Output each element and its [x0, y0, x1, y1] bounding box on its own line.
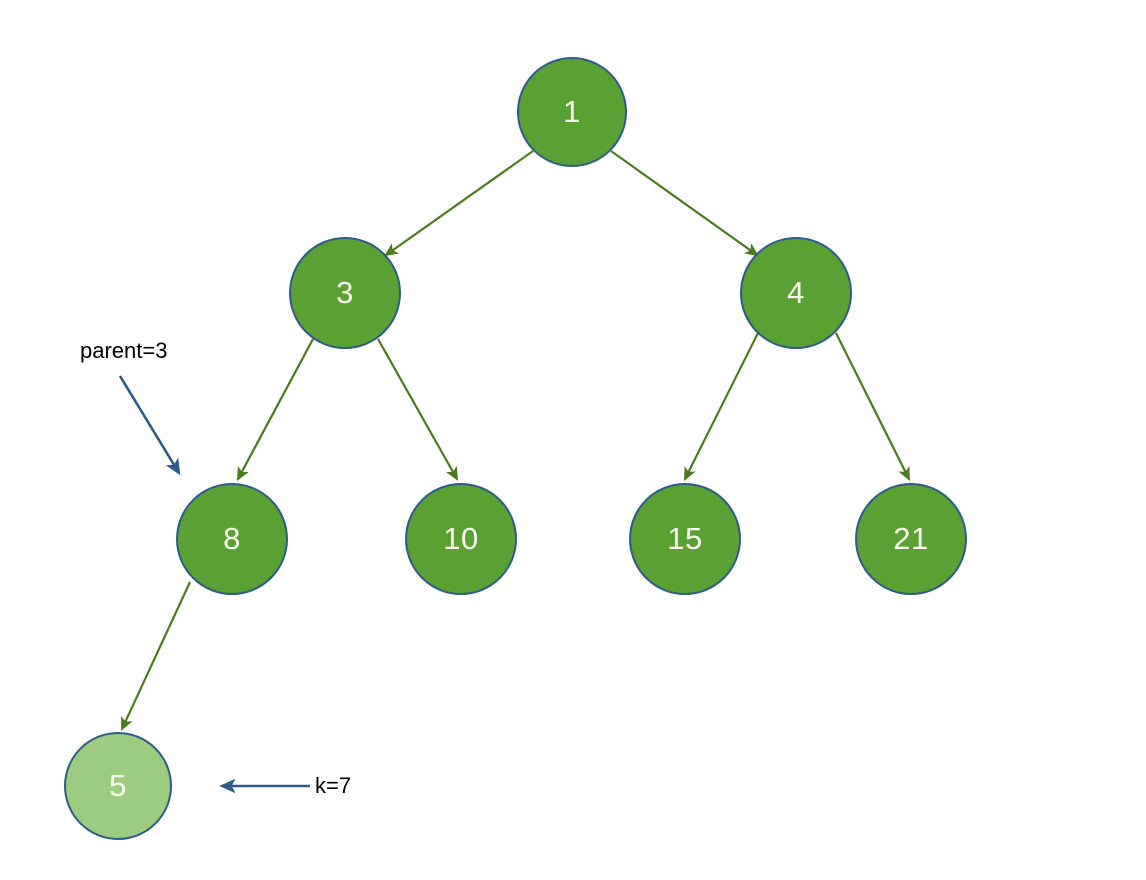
tree-edge-n4-to-n15 — [684, 332, 759, 481]
parent-annotation-arrow-icon — [118, 375, 181, 476]
tree-node-3[interactable]: 3 — [289, 237, 401, 349]
k-annotation-label: k=7 — [315, 773, 352, 798]
parent-annotation-label: parent=3 — [80, 338, 168, 363]
tree-node-15[interactable]: 15 — [629, 483, 741, 595]
tree-edge-n4-to-n21 — [835, 332, 910, 481]
tree-node-21[interactable]: 21 — [855, 483, 967, 595]
tree-node-1[interactable]: 1 — [517, 57, 627, 167]
tree-node-label: 5 — [109, 767, 127, 803]
tree-node-label: 15 — [667, 520, 703, 556]
tree-edge-n3-to-n10 — [377, 338, 459, 481]
tree-node-label: 4 — [787, 274, 805, 310]
tree-edge-n1-to-n3 — [384, 150, 534, 257]
tree-node-label: 3 — [336, 274, 354, 310]
annotation-arrows — [118, 375, 310, 794]
tree-edge-n3-to-n8 — [236, 338, 314, 481]
tree-node-label: 8 — [223, 520, 241, 556]
tree-node-4[interactable]: 4 — [740, 237, 852, 349]
tree-node-label: 10 — [443, 520, 479, 556]
tree-node-label: 21 — [893, 520, 929, 556]
tree-edge-n1-to-n4 — [610, 150, 759, 257]
tree-edges — [121, 150, 910, 731]
tree-node-5[interactable]: 5 — [64, 732, 172, 840]
tree-node-8[interactable]: 8 — [176, 483, 288, 595]
tree-edge-n8-to-n5 — [121, 581, 191, 731]
tree-node-10[interactable]: 10 — [405, 483, 517, 595]
tree-node-label: 1 — [563, 93, 581, 129]
